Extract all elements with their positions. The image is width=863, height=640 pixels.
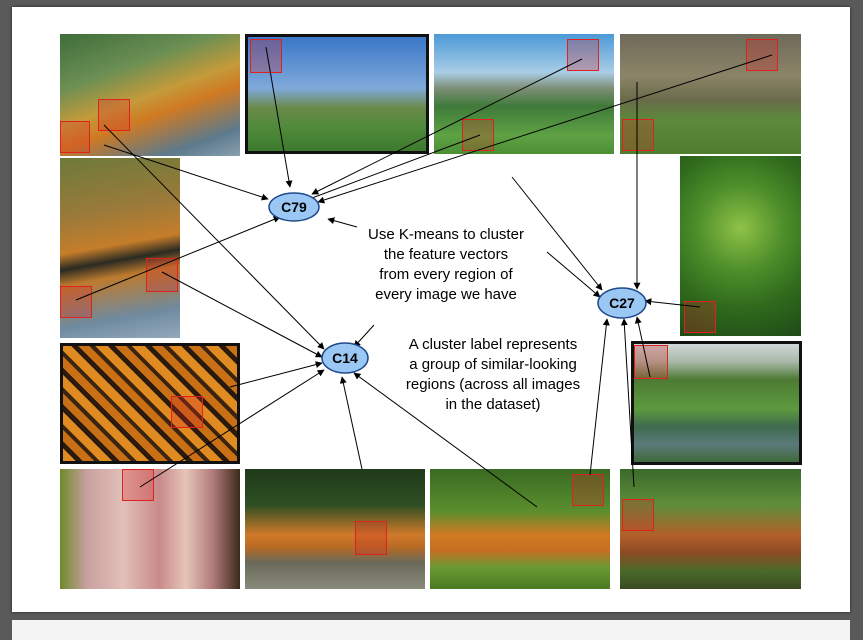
cluster-node-c27: C27 <box>597 287 647 319</box>
region-patch <box>146 258 178 292</box>
region-patch <box>567 39 599 71</box>
cluster-node-c14: C14 <box>321 342 369 374</box>
region-patch <box>98 99 130 131</box>
tiger-swimming-image <box>60 158 180 338</box>
region-patch <box>122 469 154 501</box>
region-patch <box>250 39 282 73</box>
hanging-squid-image <box>60 469 240 589</box>
region-patch <box>60 121 90 153</box>
cluster-node-c79: C79 <box>268 192 320 222</box>
region-patch <box>622 119 654 151</box>
region-patch <box>622 499 654 531</box>
mountain-valley-image <box>434 34 614 154</box>
tiger-lying-image <box>245 469 425 589</box>
coral-image <box>60 343 240 464</box>
kmeans-annotation: Use K-means to cluster the feature vecto… <box>368 226 524 303</box>
arrow-to-c14 <box>229 361 323 388</box>
region-patch <box>684 301 716 333</box>
palm-plant-image <box>680 156 801 336</box>
arrow-to-c27 <box>546 251 601 298</box>
cluster-label-annotation: A cluster label represents a group of si… <box>405 336 581 413</box>
region-patch <box>355 521 387 555</box>
flags-sign-image <box>245 34 429 154</box>
arrow-to-c14 <box>339 376 363 470</box>
arrow-from-text-to-c14 <box>353 324 375 348</box>
fox-image <box>620 469 801 589</box>
tiger-grass-image <box>430 469 610 589</box>
stone-hut-image <box>620 34 801 154</box>
region-patch <box>60 286 92 318</box>
garden-swan-image <box>631 341 802 465</box>
cluster-label-c79: C79 <box>281 199 307 215</box>
region-patch <box>572 474 604 506</box>
cluster-label-c27: C27 <box>609 295 635 311</box>
region-patch <box>746 39 778 71</box>
region-patch <box>634 345 668 379</box>
next-slide-edge <box>12 620 850 640</box>
region-patch <box>462 119 494 151</box>
tiger-water-image <box>60 34 240 156</box>
region-patch <box>171 396 203 428</box>
slide: C79 C14 C27 Use K-means to cluster the f… <box>12 7 850 612</box>
cluster-label-c14: C14 <box>332 350 358 366</box>
